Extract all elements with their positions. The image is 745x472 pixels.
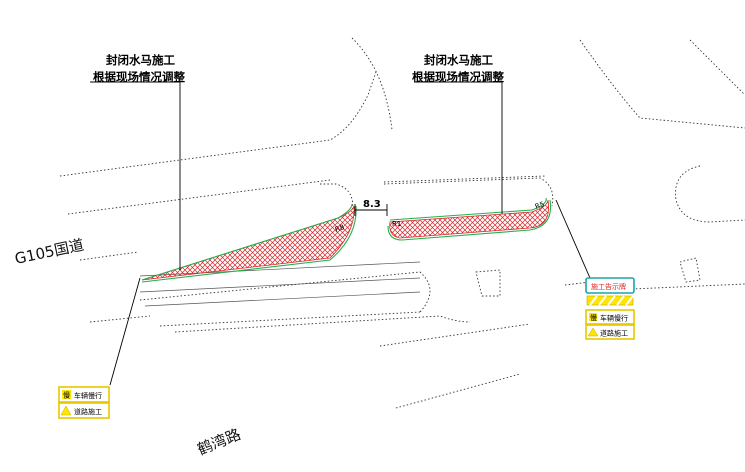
closure-zone-right-edge	[389, 197, 547, 221]
island-right	[383, 177, 554, 207]
sign-right-barrier	[586, 295, 634, 306]
road-edge-lower-1	[139, 271, 431, 313]
road-name-g105: G105国道	[13, 236, 85, 268]
road-edge-upper-2	[67, 179, 331, 215]
closure-zone-right-edge-lower	[387, 199, 552, 241]
sign-set-left: 慢 车辆慢行 道路施工	[58, 386, 110, 419]
label-right-line1: 封闭水马施工	[424, 53, 493, 67]
road-edge-curve-right	[579, 39, 745, 129]
label-right-line2: 根据现场情况调整	[412, 70, 504, 84]
sign-right-work-board	[585, 324, 635, 340]
sign-left-slow-board	[58, 386, 110, 403]
radius-label-r5: R5	[534, 200, 546, 211]
sign-left-slow-badge	[62, 390, 71, 399]
sign-right-slow-text: 车辆慢行	[600, 314, 628, 323]
closure-zone-left	[141, 203, 357, 283]
road-edge-lower-5	[379, 323, 531, 347]
road-edge-upper-1	[59, 71, 377, 177]
road-edge-upper-3	[79, 251, 139, 261]
label-left-line2: 根据现场情况调整	[93, 70, 185, 84]
road-edge-lower-6	[395, 373, 521, 409]
closure-zone-left-hatch	[141, 205, 355, 281]
block-right-1	[675, 165, 745, 223]
block-right-2	[679, 257, 701, 283]
closure-zone-right-hatch	[389, 199, 549, 239]
sign-right-notice-text: 施工告示牌	[591, 282, 626, 291]
leader-right	[414, 81, 503, 214]
sign-right-barrier-stripes	[589, 295, 634, 306]
leader-lines	[90, 81, 591, 386]
leader-left	[90, 81, 181, 270]
sign-right-work-icon	[587, 327, 599, 337]
island-left	[320, 183, 354, 213]
radius-label-r8: R8	[334, 223, 346, 234]
lane-line-2	[139, 277, 421, 293]
sign-right-slow-board	[585, 309, 635, 325]
block-right-3	[475, 269, 501, 297]
sign-right-work-text: 道路施工	[600, 329, 628, 338]
sign-left-slow-char: 慢	[63, 391, 70, 400]
lane-line-3	[144, 291, 421, 307]
road-edge-lower-2	[159, 311, 421, 327]
road-edge-diag-right	[689, 39, 745, 96]
road-edge-lower-4	[89, 315, 151, 323]
closure-zone-left-edge	[141, 203, 353, 281]
leader-sign-right	[555, 199, 591, 279]
radius-label-r1: R1	[392, 220, 401, 228]
road-name-hewan: 鹤湾路	[195, 425, 243, 459]
road-edge-lower-3	[174, 315, 471, 333]
road-edges	[59, 37, 745, 409]
label-left-line1: 封闭水马施工	[106, 53, 175, 67]
sign-set-right: 施工告示牌 慢 车辆慢行 道路施工	[585, 277, 635, 340]
dimension-value: 8.3	[363, 199, 381, 210]
road-edge-curve-top	[351, 37, 393, 131]
leader-sign-left	[109, 277, 141, 386]
sign-right-slow-char: 慢	[590, 313, 597, 322]
sign-right-slow-badge	[589, 313, 597, 321]
dimension-gap	[354, 204, 388, 216]
sign-left-work-board	[58, 402, 110, 419]
sign-right-notice-board	[585, 277, 635, 294]
road-edge-upper-4	[383, 175, 546, 183]
closure-zone-right	[387, 197, 552, 241]
sign-left-slow-text: 车辆慢行	[74, 391, 102, 400]
block-right-4	[564, 281, 591, 286]
sign-left-work-icon	[60, 405, 72, 416]
closure-zone-left-edge-lower	[141, 205, 357, 283]
sign-left-work-text: 道路施工	[74, 407, 102, 416]
